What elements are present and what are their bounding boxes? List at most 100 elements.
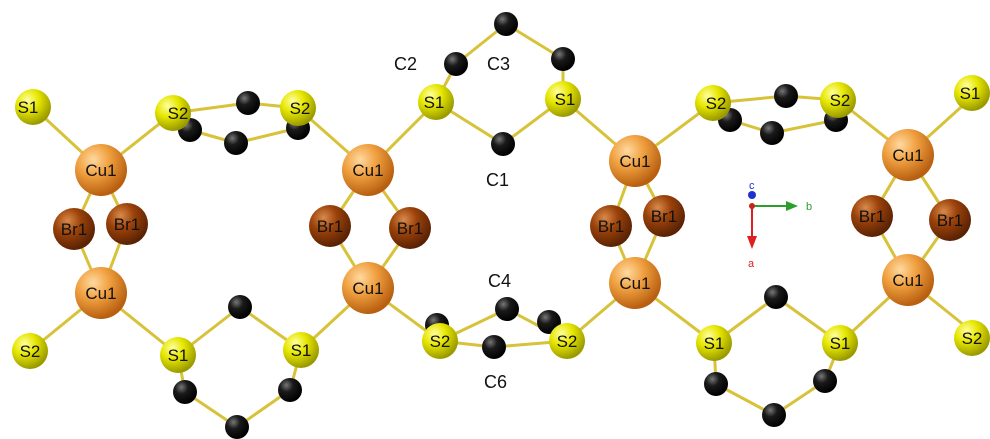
carbon-labels: C2 C3 C1 C4 C6 [394,54,511,392]
carbon-atom [551,47,575,71]
atom-label-s1: S1 [168,346,189,365]
atom-label-s1: S1 [960,84,981,103]
atom-label-s1: S1 [555,90,576,109]
copper-atom [882,129,934,181]
carbon-atom [774,84,798,108]
carbon-atom [762,403,786,427]
carbon-atom [173,380,197,404]
sulfur-atom [954,75,990,111]
axis-b-arrowhead [786,201,798,211]
sulfur-atom [15,89,51,125]
bromine-atoms [53,195,971,250]
atom-label-s1: S1 [291,341,312,360]
carbon-atom [813,369,837,393]
atom-label-br1: Br1 [317,217,343,236]
atom-label-br1: Br1 [61,220,87,239]
copper-atom [882,254,934,306]
carbon-atom [704,372,728,396]
carbon-atom [482,335,506,359]
sulfur-atom [418,84,454,120]
copper-atom [342,144,394,196]
sulfur-atoms [12,75,990,373]
sulfur-atom [280,90,316,126]
axis-origin [749,203,755,209]
atom-label-br1: Br1 [598,217,624,236]
sulfur-atom [422,323,458,359]
atom-label-br1: Br1 [937,211,963,230]
carbon-atoms [173,12,848,439]
bromine-atom [929,199,971,241]
copper-atom [609,257,661,309]
bromine-atom [106,203,148,245]
copper-atom [75,267,127,319]
carbon-atom [225,415,249,439]
sulfur-atom [545,81,581,117]
atom-labels: S1 S2 S2 S1 S1 S2 S2 S1 S2 S1 S1 S2 S2 S… [18,84,983,365]
carbon-atom [760,121,784,145]
sulfur-atom [822,325,858,361]
atom-label-br1: Br1 [397,219,423,238]
atom-label-s2: S2 [962,329,983,348]
copper-atom [609,135,661,187]
atom-label-c2: C2 [394,54,417,74]
axis-label-a: a [748,258,755,270]
copper-atom [342,262,394,314]
atom-label-s2: S2 [20,342,41,361]
sulfur-atom [160,337,196,373]
sulfur-atom [696,325,732,361]
atom-label-s1: S1 [704,334,725,353]
axis-label-b: b [806,201,812,213]
carbon-atom [491,132,515,156]
axis-triad: c b a [747,180,812,270]
sulfur-atom [12,333,48,369]
sulfur-atom [155,95,191,131]
bromine-atom [53,208,95,250]
atom-label-c1: C1 [486,170,509,190]
bromine-atom [590,205,632,247]
carbon-atom [495,297,519,321]
atom-label-cu1: Cu1 [619,274,650,293]
atom-label-c3: C3 [487,54,510,74]
axis-label-c: c [749,180,755,192]
atom-label-s1: S1 [830,334,851,353]
atom-label-s2: S2 [430,332,451,351]
bromine-atom [643,195,685,237]
atom-label-cu1: Cu1 [892,271,923,290]
atom-label-br1: Br1 [859,207,885,226]
atom-label-s2: S2 [557,332,578,351]
atom-label-s2: S2 [830,91,851,110]
carbon-atom [764,285,788,309]
atom-label-s1: S1 [424,93,445,112]
axis-c-dot [748,191,756,199]
atom-label-br1: Br1 [651,207,677,226]
bromine-atom [309,205,351,247]
atom-label-cu1: Cu1 [85,284,116,303]
atom-label-cu1: Cu1 [892,146,923,165]
atom-label-cu1: Cu1 [85,161,116,180]
atom-label-cu1: Cu1 [352,279,383,298]
axis-a-arrowhead [747,236,757,249]
atom-label-s2: S2 [290,99,311,118]
atom-label-c4: C4 [488,271,511,291]
carbon-atom [224,131,248,155]
bromine-atom [389,207,431,249]
carbon-atom [236,91,260,115]
copper-atoms [75,129,934,319]
carbon-atom [228,295,252,319]
atom-label-s2: S2 [168,104,189,123]
sulfur-atom [283,332,319,368]
sulfur-atom [820,82,856,118]
atom-label-cu1: Cu1 [619,152,650,171]
atom-label-br1: Br1 [114,215,140,234]
carbon-atom [494,12,518,36]
sulfur-atom [954,320,990,356]
sulfur-atom [695,85,731,121]
atom-label-s1: S1 [18,98,39,117]
sulfur-atom [549,323,585,359]
carbon-atom [278,378,302,402]
atom-label-c6: C6 [484,372,507,392]
atom-label-cu1: Cu1 [352,161,383,180]
bromine-atom [851,195,893,237]
